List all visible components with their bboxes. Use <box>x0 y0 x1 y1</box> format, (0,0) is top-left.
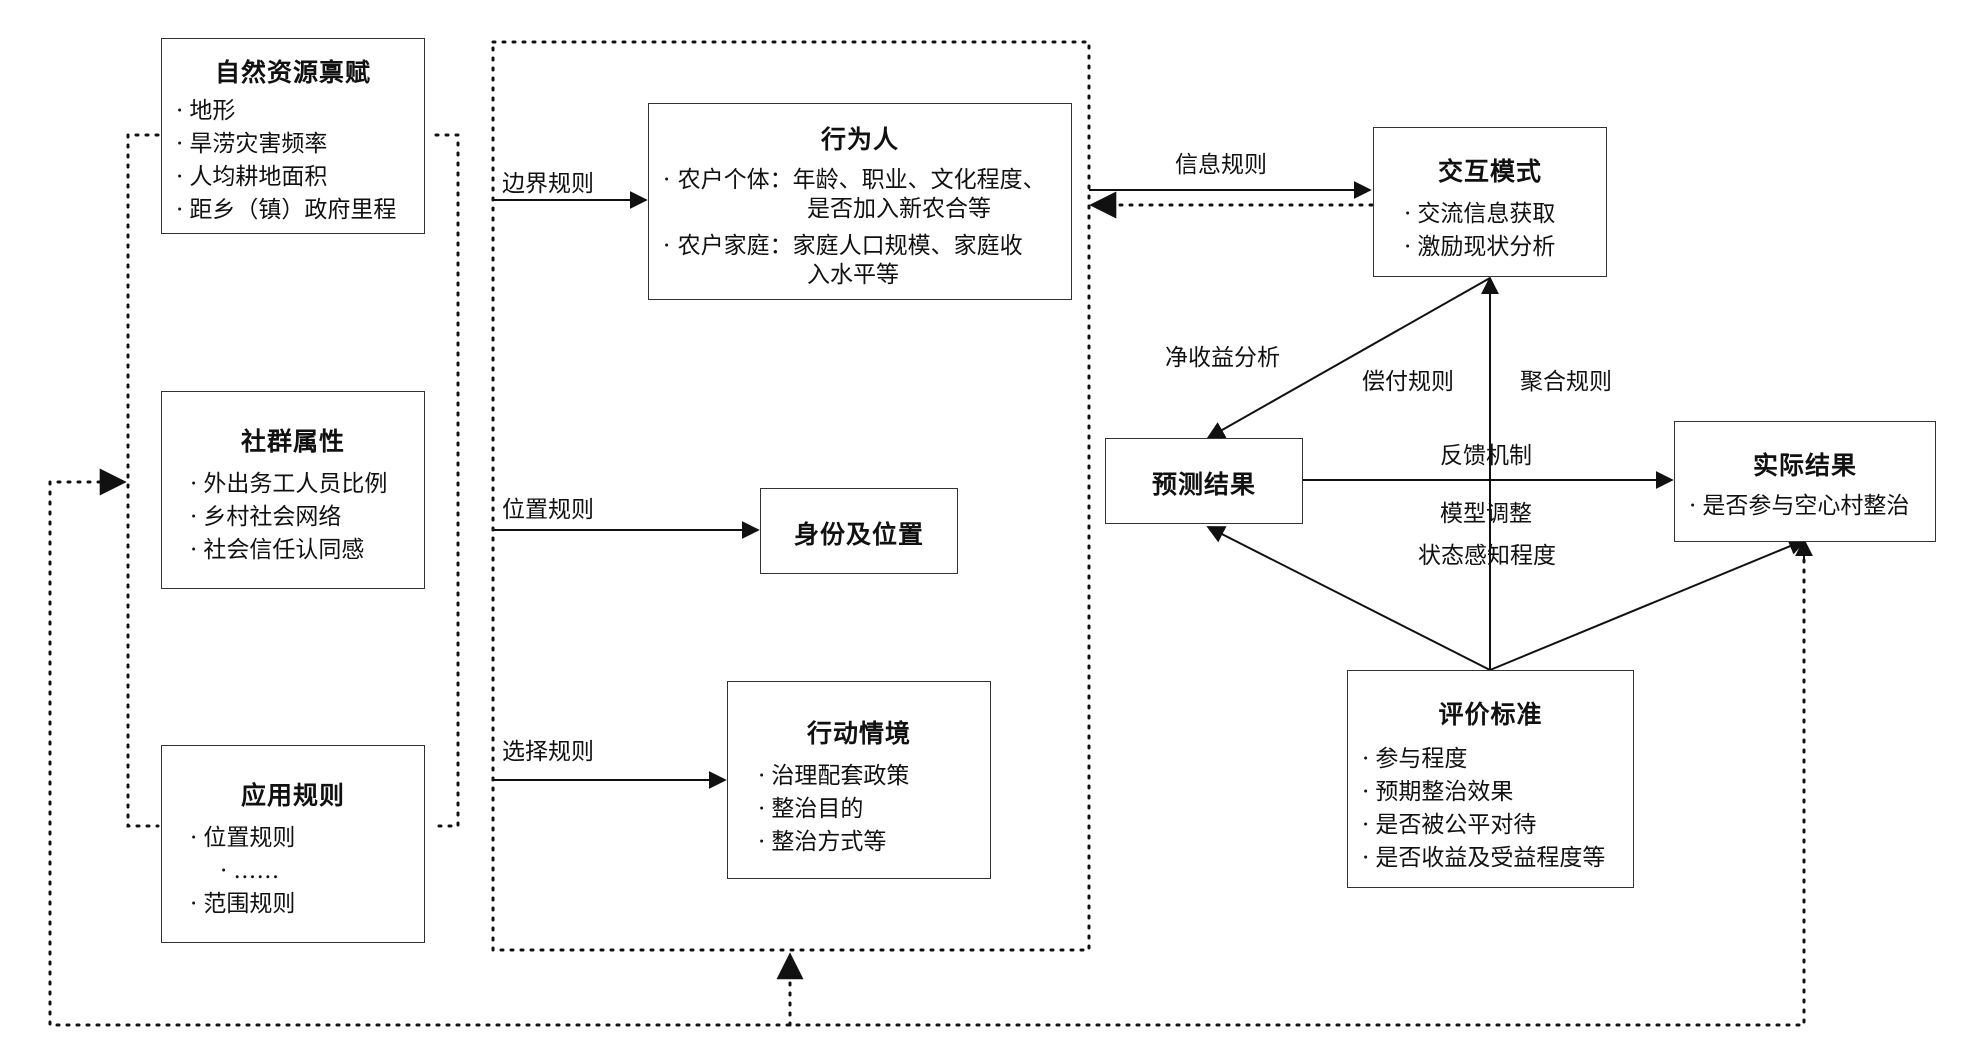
boundary-rule-label: 边界规则 <box>502 171 594 197</box>
natural-resources-title: 自然资源禀赋 <box>214 58 371 87</box>
list-item: 激励现状分析 <box>1404 231 1606 264</box>
list-item: 位置规则 <box>190 822 424 855</box>
right-dotted-bracket <box>434 133 460 828</box>
identity-position-title: 身份及位置 <box>793 520 924 549</box>
actual-outcome-list: 是否参与空心村整治 <box>1689 490 1935 523</box>
evaluation-criteria-title: 评价标准 <box>1438 700 1543 729</box>
community-attributes-list: 外出务工人员比例 乡村社会网络 社会信任认同感 <box>190 468 424 567</box>
list-item: 社会信任认同感 <box>190 534 424 567</box>
actual-outcome-title: 实际结果 <box>1752 451 1857 480</box>
model-adjust-label: 模型调整 <box>1440 501 1532 527</box>
list-item: 治理配套政策 <box>758 760 990 793</box>
list-item: 是否参与空心村整治 <box>1689 490 1935 523</box>
community-attributes-box: 社群属性 外出务工人员比例 乡村社会网络 社会信任认同感 <box>161 391 425 589</box>
list-item: 整治方式等 <box>758 826 990 859</box>
evaluation-criteria-box: 评价标准 参与程度 预期整治效果 是否被公平对待 是否收益及受益程度等 <box>1347 670 1634 888</box>
action-situation-list: 治理配套政策 整治目的 整治方式等 <box>758 760 990 859</box>
natural-resources-box: 自然资源禀赋 地形 旱涝灾害频率 人均耕地面积 距乡（镇）政府里程 <box>161 38 425 234</box>
natural-resources-list: 地形 旱涝灾害频率 人均耕地面积 距乡（镇）政府里程 <box>176 95 424 227</box>
list-item: 整治目的 <box>758 793 990 826</box>
net-benefit-label: 净收益分析 <box>1165 345 1280 371</box>
feedback-dotted-loop <box>48 468 1806 1027</box>
predicted-outcome-title: 预测结果 <box>1151 470 1256 499</box>
action-situation-title: 行动情境 <box>806 719 911 748</box>
eval-to-predicted-arrow <box>1206 526 1491 671</box>
list-item: 是否被公平对待 <box>1362 809 1633 842</box>
list-item: 距乡（镇）政府里程 <box>176 194 424 227</box>
state-perception-label: 状态感知程度 <box>1418 543 1556 569</box>
interaction-pattern-title: 交互模式 <box>1437 157 1542 186</box>
identity-position-box: 身份及位置 <box>760 488 958 574</box>
choice-rule-label: 选择规则 <box>502 739 594 765</box>
position-rule-label: 位置规则 <box>502 497 594 523</box>
rules-in-use-list: 位置规则 …… 范围规则 <box>190 822 424 921</box>
actor-details: · 农户个体：年龄、职业、文化程度、 是否加入新农合等 · 农户家庭：家庭人口规… <box>663 164 1071 292</box>
rules-in-use-title: 应用规则 <box>240 781 345 810</box>
list-item: 交流信息获取 <box>1404 198 1606 231</box>
info-rule-label: 信息规则 <box>1175 152 1267 178</box>
feedback-label: 反馈机制 <box>1440 443 1532 469</box>
middle-dotted-frame <box>491 40 1091 952</box>
actor-box: 行为人 · 农户个体：年龄、职业、文化程度、 是否加入新农合等 · 农户家庭：家… <box>648 103 1072 300</box>
community-attributes-title: 社群属性 <box>240 427 345 456</box>
list-item: 外出务工人员比例 <box>190 468 424 501</box>
actor-individual: · 农户个体：年龄、职业、文化程度、 <box>663 167 1046 193</box>
list-item: 范围规则 <box>190 888 424 921</box>
actor-individual-cont: 是否加入新农合等 <box>807 196 991 222</box>
actor-household-cont: 入水平等 <box>807 262 899 288</box>
interaction-pattern-box: 交互模式 交流信息获取 激励现状分析 <box>1373 127 1607 277</box>
list-item: 参与程度 <box>1362 743 1633 776</box>
eval-to-actual-arrow <box>1489 537 1807 671</box>
list-item: …… <box>190 855 424 888</box>
action-situation-box: 行动情境 治理配套政策 整治目的 整治方式等 <box>727 681 991 879</box>
list-item: 乡村社会网络 <box>190 501 424 534</box>
list-item: 人均耕地面积 <box>176 161 424 194</box>
list-item: 旱涝灾害频率 <box>176 128 424 161</box>
list-item: 预期整治效果 <box>1362 776 1633 809</box>
payoff-rule-label: 偿付规则 <box>1362 369 1454 395</box>
net-benefit-arrow <box>1206 277 1491 439</box>
evaluation-criteria-list: 参与程度 预期整治效果 是否被公平对待 是否收益及受益程度等 <box>1362 743 1633 875</box>
actor-household: · 农户家庭：家庭人口规模、家庭收 <box>663 233 1023 259</box>
actor-title: 行为人 <box>820 125 899 154</box>
list-item: 是否收益及受益程度等 <box>1362 842 1633 875</box>
actual-outcome-box: 实际结果 是否参与空心村整治 <box>1674 421 1936 542</box>
rules-in-use-box: 应用规则 位置规则 …… 范围规则 <box>161 745 425 943</box>
interaction-pattern-list: 交流信息获取 激励现状分析 <box>1404 198 1606 264</box>
list-item: 地形 <box>176 95 424 128</box>
predicted-outcome-box: 预测结果 <box>1105 438 1303 524</box>
left-dotted-bracket <box>126 133 160 828</box>
aggregation-rule-label: 聚合规则 <box>1520 369 1612 395</box>
